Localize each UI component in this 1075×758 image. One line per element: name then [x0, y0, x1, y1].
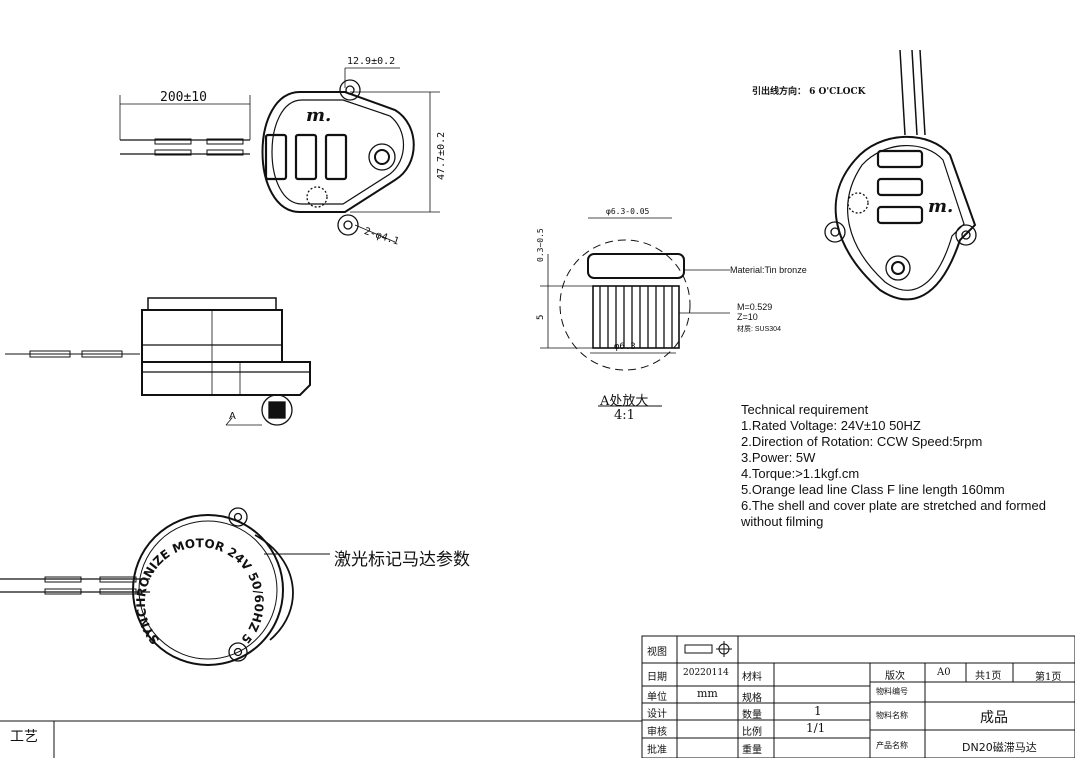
dim-gap: 0.3~0.5	[536, 228, 545, 262]
version-label: 版次	[885, 671, 905, 682]
motor-rear-view	[824, 49, 977, 301]
tech-item: without filming	[741, 514, 824, 529]
detail-title: A处放大	[600, 394, 649, 409]
detail-scale: 4:1	[614, 408, 635, 423]
detail-marker: A	[229, 411, 236, 422]
lead-direction: 引出线方向： 6 O'CLOCK	[752, 87, 866, 97]
motor-side-view	[5, 297, 311, 426]
tech-item: 3.Power: 5W	[741, 450, 816, 465]
total-pages: 共1页	[975, 671, 1002, 682]
dim-detail-height: 5	[536, 314, 546, 320]
craft-label: 工艺	[10, 729, 38, 745]
date-label: 日期	[647, 672, 667, 683]
detail-material: Material:Tin bronze	[730, 265, 807, 275]
unit-label: 单位	[647, 692, 667, 703]
date-value: 20220114	[683, 668, 729, 678]
item-name-value: 成品	[980, 710, 1008, 726]
brand-logo-rear: m.	[928, 196, 953, 217]
qty-label: 数量	[742, 710, 762, 721]
brand-logo-front: m.	[306, 105, 331, 126]
gear-material: 材质: SUS304	[737, 326, 781, 333]
dim-gear-dia: φ6.3	[614, 342, 636, 352]
tech-title: Technical requirement	[741, 402, 869, 417]
ratio-value: 1/1	[806, 721, 826, 735]
detail-a-view	[540, 217, 730, 407]
tech-item: 1.Rated Voltage: 24V±10 50HZ	[741, 418, 921, 433]
tech-item: 2.Direction of Rotation: CCW Speed:5rpm	[741, 434, 983, 449]
weight-label: 重量	[742, 745, 762, 756]
product-name-value: DN20磁滞马达	[962, 741, 1037, 754]
motor-marking-text: SYNCHRONIZE MOTOR 24V 50/60HZ 5/6RPM	[0, 0, 266, 647]
view-label: 视图	[647, 647, 667, 658]
dim-height: 47.7±0.2	[436, 131, 447, 180]
item-name-label: 物料名称	[876, 711, 908, 720]
tech-item: 6.The shell and cover plate are stretche…	[741, 498, 1046, 513]
dim-width: 12.9±0.2	[347, 56, 396, 67]
approve-label: 批准	[647, 745, 667, 756]
version-value: A0	[937, 667, 951, 678]
motor-marking-view	[0, 507, 330, 666]
title-block-lines	[0, 635, 1075, 758]
dim-lead-length: 200±10	[160, 90, 207, 105]
ratio-label: 比例	[742, 727, 762, 738]
spec-label: 规格	[742, 693, 762, 704]
gear-teeth: Z=10	[737, 312, 758, 322]
review-label: 审核	[647, 727, 667, 738]
design-label: 设计	[647, 709, 667, 720]
tech-item: 5.Orange lead line Class F line length 1…	[741, 482, 1005, 497]
page-number: 第1页	[1035, 672, 1062, 683]
unit-value: mm	[697, 687, 718, 700]
tech-item: 4.Torque:>1.1kgf.cm	[741, 466, 860, 481]
product-name-label: 产品名称	[876, 741, 908, 750]
qty-value: 1	[814, 704, 822, 718]
item-code-label: 物料编号	[876, 687, 908, 696]
dim-top-dia: φ6.3-0.05	[606, 207, 650, 216]
material-label: 材料	[742, 672, 762, 683]
gear-module: M=0.529	[737, 302, 773, 312]
laser-mark-label: 激光标记马达参数	[334, 550, 470, 570]
technical-requirements: Technical requirement 1.Rated Voltage: 2…	[741, 402, 1046, 530]
motor-front-view	[119, 67, 440, 243]
